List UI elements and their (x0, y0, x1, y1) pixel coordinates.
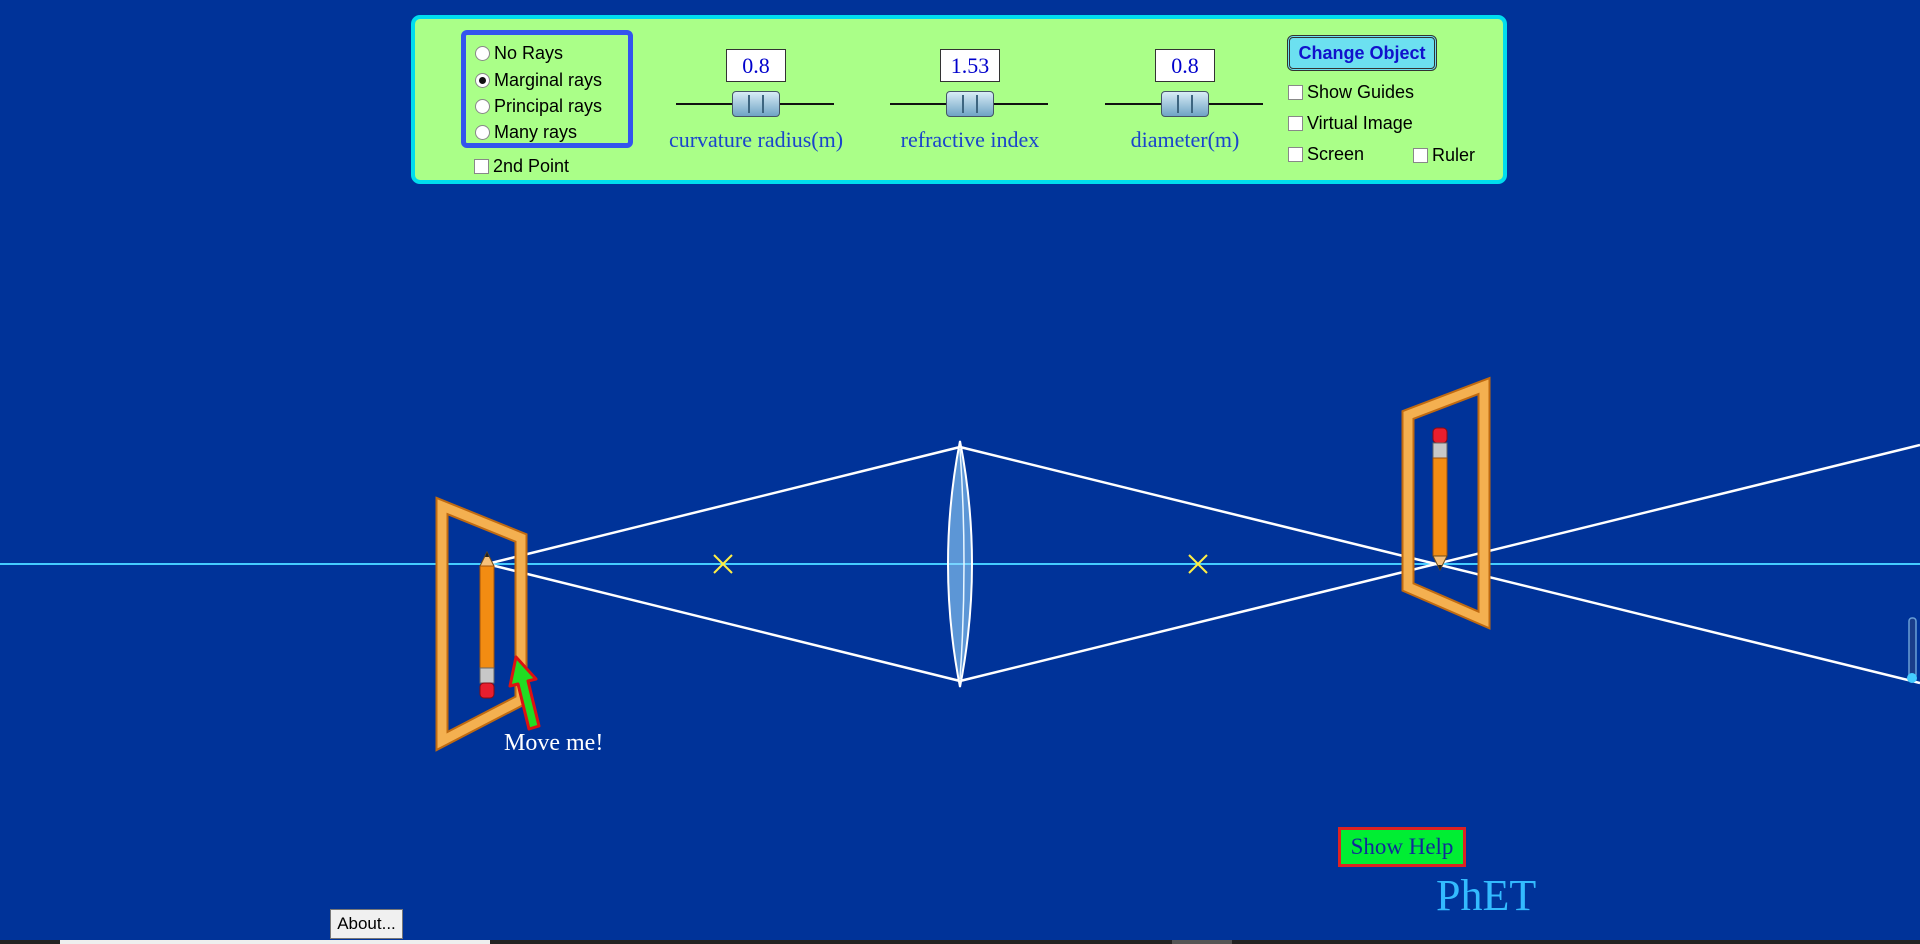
checkbox-label: Show Guides (1307, 82, 1415, 102)
radio-label: Marginal rays (494, 70, 603, 90)
radio-button[interactable] (475, 125, 490, 140)
horizontal-scrollbar[interactable] (0, 940, 1920, 944)
show-help-button[interactable]: Show Help (1338, 827, 1466, 867)
radio-no-rays[interactable]: No Rays (475, 43, 563, 64)
radio-label: Many rays (494, 122, 578, 142)
scrollbar-track-highlight (60, 940, 490, 944)
focal-point-icon (1188, 554, 1208, 574)
checkbox-label: Ruler (1432, 145, 1476, 165)
slider-knob[interactable] (946, 91, 994, 117)
radio-button[interactable] (475, 73, 490, 88)
screen-handle-icon[interactable] (1907, 617, 1917, 683)
change-object-button[interactable]: Change Object (1287, 35, 1437, 71)
about-button[interactable]: About... (330, 909, 403, 939)
ray-lower-incident (486, 562, 961, 683)
curvature-label: curvature radius(m) (668, 127, 844, 152)
diameter-label: diameter(m) (1130, 127, 1240, 152)
checkbox[interactable] (1288, 147, 1303, 162)
lens-icon[interactable] (947, 440, 973, 688)
move-me-label: Move me! (504, 730, 604, 756)
ray-upper-incident (486, 445, 961, 566)
ruler-checkbox[interactable]: Ruler (1413, 145, 1475, 166)
radio-button[interactable] (475, 46, 490, 61)
screen-checkbox[interactable]: Screen (1288, 144, 1364, 165)
radio-label: Principal rays (494, 96, 603, 116)
radio-principal-rays[interactable]: Principal rays (475, 96, 602, 117)
checkbox-label: Screen (1307, 144, 1365, 164)
focal-point-icon (713, 554, 733, 574)
checkbox-label: Virtual Image (1307, 113, 1413, 133)
checkbox-label: 2nd Point (493, 156, 570, 176)
control-panel: No Rays Marginal rays Principal rays Man… (411, 15, 1507, 184)
checkbox[interactable] (474, 159, 489, 174)
refractive-label: refractive index (900, 127, 1040, 152)
virtual-image-checkbox[interactable]: Virtual Image (1288, 113, 1413, 134)
checkbox[interactable] (1413, 148, 1428, 163)
radio-many-rays[interactable]: Many rays (475, 122, 577, 143)
radio-button[interactable] (475, 99, 490, 114)
diameter-slider: 0.8 diameter(m) (1075, 19, 1295, 152)
move-arrow-icon[interactable] (508, 655, 541, 731)
scrollbar-thumb[interactable] (1172, 940, 1232, 944)
show-guides-checkbox[interactable]: Show Guides (1288, 82, 1414, 103)
slider-knob[interactable] (1161, 91, 1209, 117)
slider-knob[interactable] (732, 91, 780, 117)
checkbox[interactable] (1288, 116, 1303, 131)
pencil-object-icon[interactable] (479, 550, 495, 699)
checkbox[interactable] (1288, 85, 1303, 100)
curvature-value-field[interactable]: 0.8 (726, 49, 786, 82)
curvature-radius-slider: 0.8 curvature radius(m) (646, 19, 866, 152)
ray-mode-group: No Rays Marginal rays Principal rays Man… (461, 30, 633, 148)
pencil-image-icon (1432, 427, 1448, 572)
radio-label: No Rays (494, 43, 564, 63)
refractive-value-field[interactable]: 1.53 (940, 49, 1000, 82)
second-point-checkbox[interactable]: 2nd Point (474, 156, 569, 177)
refractive-index-slider: 1.53 refractive index (860, 19, 1080, 152)
phet-logo: PhET (1436, 871, 1537, 920)
image-frame (1401, 376, 1491, 630)
radio-marginal-rays[interactable]: Marginal rays (475, 70, 602, 91)
diameter-value-field[interactable]: 0.8 (1155, 49, 1215, 82)
